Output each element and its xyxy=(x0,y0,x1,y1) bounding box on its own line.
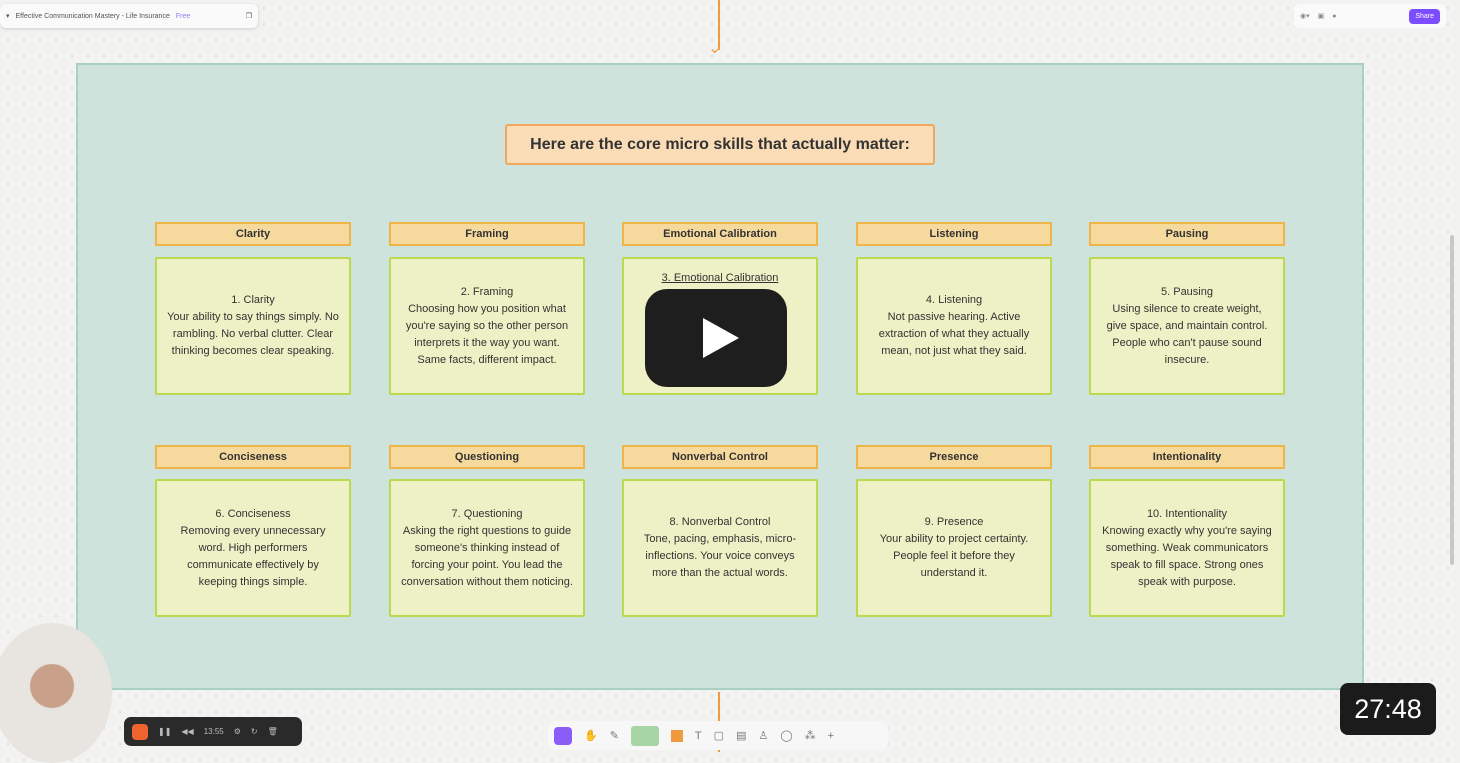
skill-header[interactable]: Intentionality xyxy=(1089,445,1285,469)
share-button[interactable]: Share xyxy=(1409,8,1440,24)
video-timestamp: 27:48 xyxy=(1340,683,1436,735)
skill-card[interactable]: 8. Nonverbal Control Tone, pacing, empha… xyxy=(622,479,818,617)
sticky-note-tool[interactable] xyxy=(630,725,659,746)
skill-card[interactable]: 7. Questioning Asking the right question… xyxy=(389,479,585,617)
select-tool-icon[interactable] xyxy=(554,726,572,745)
skill-header[interactable]: Presence xyxy=(856,445,1052,469)
stamp-tool-icon[interactable]: ♙ xyxy=(758,730,769,742)
rewind-icon[interactable]: ◀◀ xyxy=(181,727,194,736)
skill-card[interactable]: 5. Pausing Using silence to create weigh… xyxy=(1089,257,1285,395)
restart-icon[interactable]: ↻ xyxy=(250,727,258,736)
board-title[interactable]: Here are the core micro skills that actu… xyxy=(505,124,935,165)
skill-card[interactable]: 9. Presence Your ability to project cert… xyxy=(856,479,1052,617)
skill-card[interactable]: 4. Listening Not passive hearing. Active… xyxy=(856,257,1052,395)
menu-icon[interactable]: ▾ xyxy=(6,13,10,20)
table-tool-icon[interactable]: ▤ xyxy=(736,730,747,742)
text-tool-icon[interactable]: T xyxy=(694,729,702,742)
arrow-head-icon: ⌄ xyxy=(708,40,722,57)
apps-tool-icon[interactable]: ⁂ xyxy=(804,730,816,742)
top-right-toolbar: ◉▾ ▣ ● Share xyxy=(1294,4,1446,28)
more-tools-icon[interactable]: + xyxy=(827,729,835,742)
skill-header[interactable]: Framing xyxy=(389,222,585,246)
connector-arrow xyxy=(718,0,720,50)
skill-card[interactable]: 6. Conciseness Removing every unnecessar… xyxy=(155,479,351,617)
pause-icon[interactable]: ❚❚ xyxy=(158,727,172,736)
play-button[interactable] xyxy=(645,289,787,387)
skill-header[interactable]: Listening xyxy=(856,222,1052,246)
vertical-scrollbar[interactable] xyxy=(1450,235,1454,565)
pen-tool-icon[interactable]: ✎ xyxy=(609,730,619,742)
skill-card[interactable]: 10. Intentionality Knowing exactly why y… xyxy=(1089,479,1285,617)
skill-header[interactable]: Nonverbal Control xyxy=(622,445,818,469)
skill-card[interactable]: 2. Framing Choosing how you position wha… xyxy=(389,257,585,395)
shape-tool-icon[interactable] xyxy=(670,729,683,742)
skill-header[interactable]: Clarity xyxy=(155,222,351,246)
skill-header[interactable]: Questioning xyxy=(389,445,585,469)
elapsed-time: 13:55 xyxy=(203,727,224,736)
document-title[interactable]: Effective Communication Mastery - Life I… xyxy=(15,12,170,20)
skill-header[interactable]: Pausing xyxy=(1089,222,1285,246)
skill-card[interactable]: 1. Clarity Your ability to say things si… xyxy=(155,257,351,395)
avatar[interactable]: ● xyxy=(1332,12,1337,20)
drawing-toolbar: ✋ ✎ T ▢ ▤ ♙ ◯ ⁂ + xyxy=(548,721,888,750)
copy-icon[interactable]: ❐ xyxy=(245,13,252,20)
stop-recording-button[interactable] xyxy=(132,723,148,740)
globe-icon[interactable]: ◉▾ xyxy=(1300,13,1310,20)
document-title-bar: ▾ Effective Communication Mastery - Life… xyxy=(0,4,258,28)
plan-badge: Free xyxy=(175,12,191,20)
skill-header[interactable]: Emotional Calibration xyxy=(622,222,818,246)
webcam-feed xyxy=(0,623,112,763)
layout-icon[interactable]: ▣ xyxy=(1317,13,1325,20)
hand-tool-icon[interactable]: ✋ xyxy=(584,730,598,742)
skill-header[interactable]: Conciseness xyxy=(155,445,351,469)
trash-icon[interactable]: 🗑 xyxy=(267,727,278,736)
recording-controls: ❚❚ ◀◀ 13:55 ⚙ ↻ 🗑 xyxy=(124,717,302,746)
settings-icon[interactable]: ⚙ xyxy=(233,727,241,736)
frame-tool-icon[interactable]: ▢ xyxy=(713,730,725,742)
comment-tool-icon[interactable]: ◯ xyxy=(780,730,793,742)
